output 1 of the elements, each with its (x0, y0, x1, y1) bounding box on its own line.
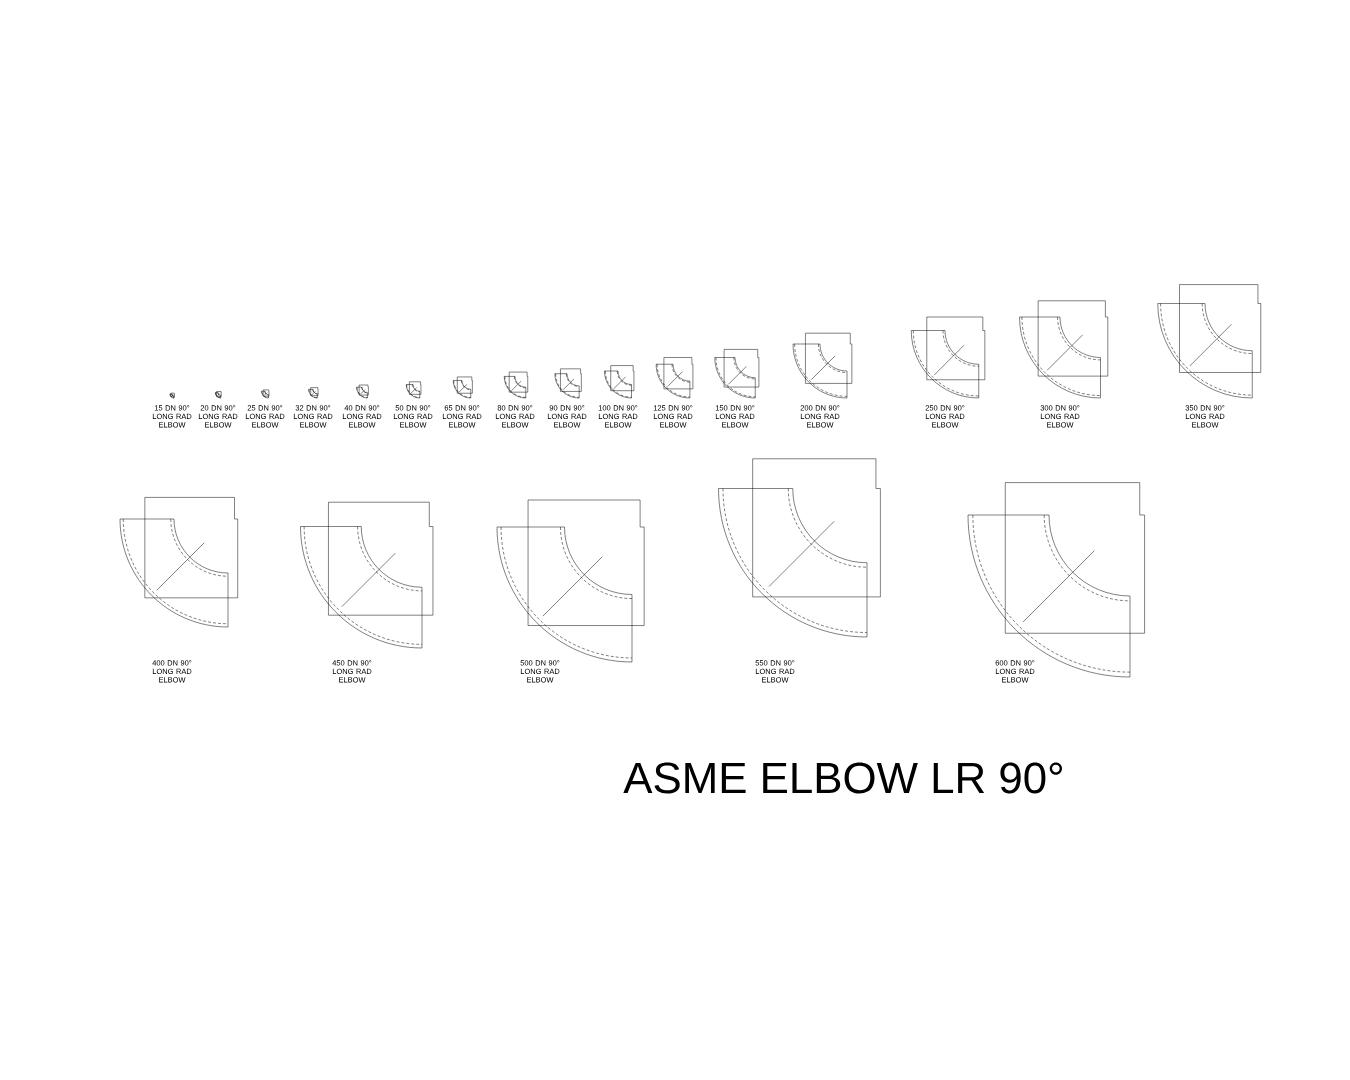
title: ASME ELBOW LR 90° (623, 762, 1062, 794)
